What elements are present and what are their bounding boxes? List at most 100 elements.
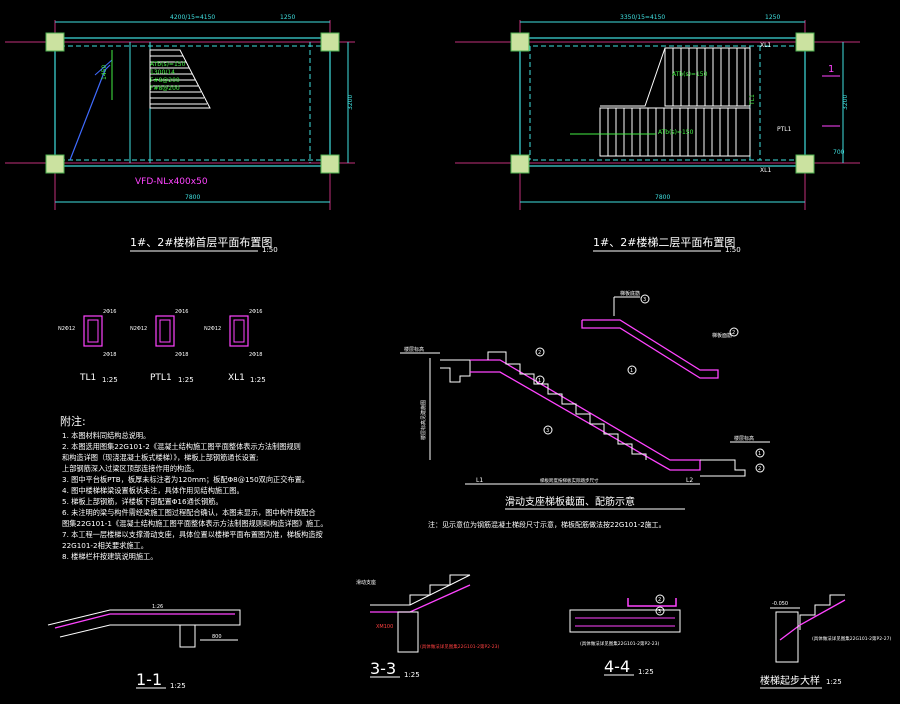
plan1-slab-note: VFD-NLx400x50 bbox=[135, 177, 208, 187]
plan1-stair-note-2: 1300/14 bbox=[150, 69, 175, 76]
d44-tag2: 2 bbox=[658, 597, 661, 603]
plan1-slab-edge-line bbox=[69, 64, 111, 161]
note-line-12: 8. 楼梯栏杆按建筑说明施工。 bbox=[62, 552, 157, 561]
main-elev-top: 楼层标高 bbox=[404, 346, 424, 353]
xl1-label: XL1 bbox=[228, 373, 245, 383]
upper-tag-circle-1 bbox=[627, 365, 637, 375]
start-footing bbox=[775, 611, 799, 663]
d33-scale: 1:25 bbox=[404, 671, 420, 679]
main-tag-2: 2 bbox=[538, 350, 541, 356]
plan1-slab-edge-tick bbox=[94, 59, 113, 76]
plan1-dim-top2: 1250 bbox=[280, 14, 295, 21]
upper-tag-2: 2 bbox=[732, 330, 735, 336]
plan1-first-floor: ATb(s)=150 1300/14 F#8@200 F#8@200 1450 … bbox=[5, 14, 355, 254]
plan1-dim-right: 3200 bbox=[347, 95, 354, 110]
d11-slab-outline bbox=[47, 609, 241, 638]
plan2-second-floor: ATb(s)=150 ATb(s)=150 TL1 PTL1 XL1 XL1 3… bbox=[455, 14, 860, 254]
main-tag-circle-2 bbox=[535, 347, 545, 357]
plan2-dim-top: 3350/15=4150 bbox=[620, 14, 665, 21]
tl1-label: TL1 bbox=[79, 373, 96, 383]
d11-label: 1-1 bbox=[136, 670, 162, 689]
plan2-dim-right2: 700 bbox=[833, 149, 845, 156]
ptl1-scale: 1:25 bbox=[178, 376, 194, 384]
d33-red: XM100 bbox=[376, 624, 393, 630]
d33-tag: 滑动支座 bbox=[356, 579, 376, 586]
main-dim-L2: L2 bbox=[686, 477, 693, 484]
d11-scale: 1:25 bbox=[170, 682, 186, 690]
d33-steps bbox=[409, 574, 470, 605]
detail-1-1: 1:26 800 1-1 1:25 bbox=[47, 604, 241, 690]
d44-rebar-top bbox=[627, 598, 677, 607]
plan2-beam-outline bbox=[519, 37, 806, 167]
notes-heading: 附注: bbox=[60, 414, 86, 428]
plan1-stair-note-3: F#8@200 bbox=[150, 77, 180, 84]
plan1-dim-top: 4200/15=4150 bbox=[170, 14, 215, 21]
note-line-6: 4. 图中楼梯梯梁设置板状未注，具体作用见结构施工图。 bbox=[62, 486, 244, 495]
main-dim-L1: L1 bbox=[476, 477, 483, 484]
xl1-rebar-side: N2Φ12 bbox=[204, 326, 221, 332]
d33-label: 3-3 bbox=[370, 659, 396, 678]
main-side-note: 楼层标高见建施图 bbox=[420, 400, 427, 440]
main-tag-1b: 1 bbox=[758, 451, 761, 457]
ptl1-rebar-side: N2Φ12 bbox=[130, 326, 147, 332]
upper-tag-circle-3 bbox=[640, 294, 650, 304]
note-line-1: 1. 本图材料同结构总说明。 bbox=[62, 431, 150, 440]
start-elev: -0.050 bbox=[772, 601, 788, 607]
plan1-column-bl bbox=[45, 154, 65, 174]
ptl1-section bbox=[155, 315, 175, 347]
main-tag-circle-1b bbox=[755, 448, 765, 458]
plan2-tag-top: XL1 bbox=[760, 42, 771, 49]
general-notes: 附注: 1. 本图材料同结构总说明。 2. 本图选用图集22G101-2《混凝土… bbox=[60, 414, 328, 561]
start-label: 楼梯起步大样 bbox=[760, 674, 820, 687]
note-line-2: 2. 本图选用图集22G101-2《混凝土结构施工图平面整体表示方法制图规则 bbox=[62, 442, 301, 451]
d44-section bbox=[569, 609, 681, 633]
xl1-section bbox=[229, 315, 249, 347]
plan1-stair-note-1: ATb(s)=150 bbox=[150, 61, 186, 68]
plan1-column-tr bbox=[320, 32, 340, 52]
upper-tag-1: 1 bbox=[630, 368, 633, 374]
upper-callout-1: 梯板底筋 bbox=[620, 290, 640, 297]
plan2-tag-mid: PTL1 bbox=[777, 126, 792, 133]
main-tag-circle-2b bbox=[755, 463, 765, 473]
plan2-title: 1#、2#楼梯二层平面布置图 bbox=[593, 235, 735, 249]
sliding-note: 注：见示意位为钢筋混凝土梯段尺寸示意，梯板配筋做法按22G101-2施工。 bbox=[428, 520, 666, 529]
plan2-column-tr bbox=[795, 32, 815, 52]
upper-tag-3: 3 bbox=[643, 297, 646, 303]
beam-sections: 2Φ16 N2Φ12 2Φ18 TL1 1:25 2Φ16 N2Φ12 2Φ18… bbox=[58, 309, 266, 384]
plan1-stair-note-4: F#8@200 bbox=[150, 85, 180, 92]
plan1-column-tl bbox=[45, 32, 65, 52]
ptl1-rebar-top: 2Φ16 bbox=[175, 309, 188, 315]
d11-dim1: 1:26 bbox=[152, 604, 163, 610]
plan1-beam-outline bbox=[54, 37, 331, 167]
d44-scale: 1:25 bbox=[638, 668, 654, 676]
plan2-stair-lower bbox=[599, 107, 751, 157]
main-tag-1: 1 bbox=[538, 378, 541, 384]
d33-beam bbox=[397, 611, 419, 653]
plan2-scale: 1:50 bbox=[725, 246, 741, 254]
main-tag-circle-3 bbox=[543, 425, 553, 435]
xl1-rebar-bottom: 2Φ18 bbox=[249, 352, 262, 358]
start-scale: 1:25 bbox=[826, 678, 842, 686]
note-line-9: 图集22G101-1《混凝土结构施工图平面整体表示方法制图规则和构造详图》施工。 bbox=[62, 519, 328, 528]
upper-flight-outline bbox=[581, 319, 719, 379]
d44-tag-circle-2 bbox=[655, 594, 665, 604]
main-tag-3: 3 bbox=[546, 428, 549, 434]
plan1-dim-bottom: 7800 bbox=[185, 194, 200, 201]
plan2-stair-note-1: ATb(s)=150 bbox=[672, 71, 708, 78]
plan2-stair-upper bbox=[600, 47, 751, 107]
d44-tag-circle-3 bbox=[655, 606, 665, 616]
tl1-scale: 1:25 bbox=[102, 376, 118, 384]
d44-tag3: 3 bbox=[658, 609, 661, 615]
plan1-dim-left: 1450 bbox=[101, 65, 108, 80]
note-line-4: 上部钢筋深入过梁区顶部连接作用的构造。 bbox=[62, 464, 199, 473]
plan1-stair-flight bbox=[149, 49, 211, 109]
tl1-rebar-bottom: 2Φ18 bbox=[103, 352, 116, 358]
plan1-scale: 1:50 bbox=[262, 246, 278, 254]
main-tag-2b: 2 bbox=[758, 466, 761, 472]
d11-rebar bbox=[54, 613, 235, 629]
sliding-title: 滑动支座梯板截面、配筋示意 bbox=[505, 495, 635, 508]
main-bottom-landing bbox=[440, 359, 471, 383]
plan1-title: 1#、2#楼梯首层平面布置图 bbox=[130, 235, 272, 249]
main-elev-bottom: 楼层标高 bbox=[734, 435, 754, 442]
xl1-scale: 1:25 bbox=[250, 376, 266, 384]
